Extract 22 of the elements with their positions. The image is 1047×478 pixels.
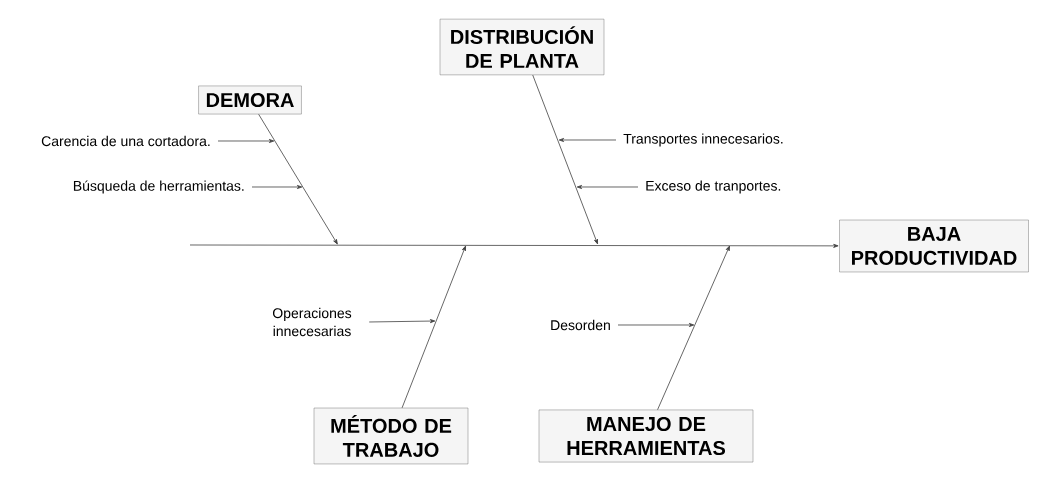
arrow	[258, 113, 338, 245]
cause-label: Transportes innecesarios.	[623, 133, 783, 147]
arrow	[401, 245, 466, 409]
arrow	[576, 185, 639, 189]
cause-label: Desorden	[551, 319, 610, 331]
effect-box: BAJA PRODUCTIVIDAD	[839, 219, 1029, 273]
arrow	[617, 323, 695, 327]
category-box: MANEJO DE HERRAMIENTAS	[538, 409, 754, 463]
arrow	[217, 139, 275, 143]
arrow	[558, 138, 617, 142]
cause-label: Operaciones innecesarias	[273, 307, 352, 337]
arrow	[251, 185, 303, 189]
category-box: MÉTODO DE TRABAJO	[313, 407, 469, 465]
arrow	[368, 319, 436, 324]
category-box: DISTRIBUCIÓN DE PLANTA	[439, 18, 605, 76]
spine-arrow	[189, 243, 839, 248]
arrow	[657, 245, 730, 411]
cause-label: Carencia de una cortadora.	[41, 135, 210, 147]
cause-label: Exceso de tranportes.	[646, 180, 781, 194]
arrow	[532, 74, 598, 245]
cause-label: Búsqueda de herramientas.	[73, 180, 244, 194]
category-box: DEMORA	[198, 85, 302, 115]
